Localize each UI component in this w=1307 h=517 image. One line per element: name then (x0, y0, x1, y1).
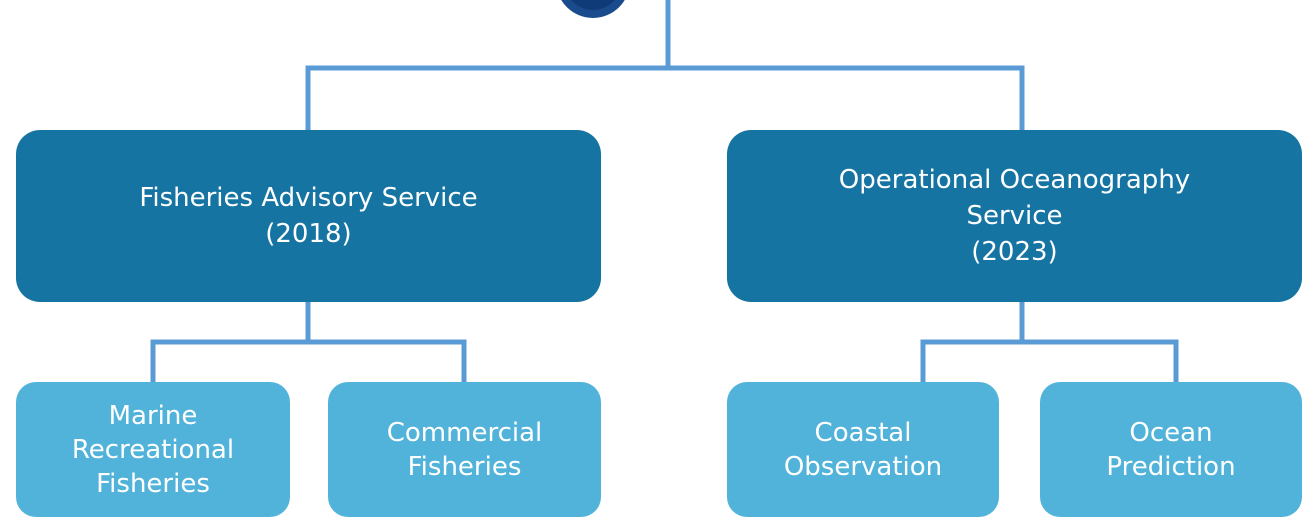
marine-recreational-fisheries-box: Marine Recreational Fisheries (16, 382, 290, 517)
coastal-observation-box: Coastal Observation (727, 382, 999, 517)
ocean-prediction-box: Ocean Prediction (1040, 382, 1302, 517)
commercial-fisheries-box: Commercial Fisheries (328, 382, 601, 517)
operational-oceanography-service-box: Operational Oceanography Service (2023) (727, 130, 1302, 302)
coastal-observation-label: Coastal Observation (783, 417, 943, 482)
operational-oceanography-service-label: Operational Oceanography Service (2023) (838, 165, 1191, 267)
marine-recreational-fisheries-label: Marine Recreational Fisheries (71, 400, 235, 499)
fisheries-advisory-service-box: Fisheries Advisory Service (2018) (16, 130, 601, 302)
fisheries-advisory-service-label: Fisheries Advisory Service (2018) (139, 183, 478, 249)
commercial-fisheries-label: Commercial Fisheries (386, 417, 543, 482)
ocean-prediction-label: Ocean Prediction (1106, 417, 1236, 482)
